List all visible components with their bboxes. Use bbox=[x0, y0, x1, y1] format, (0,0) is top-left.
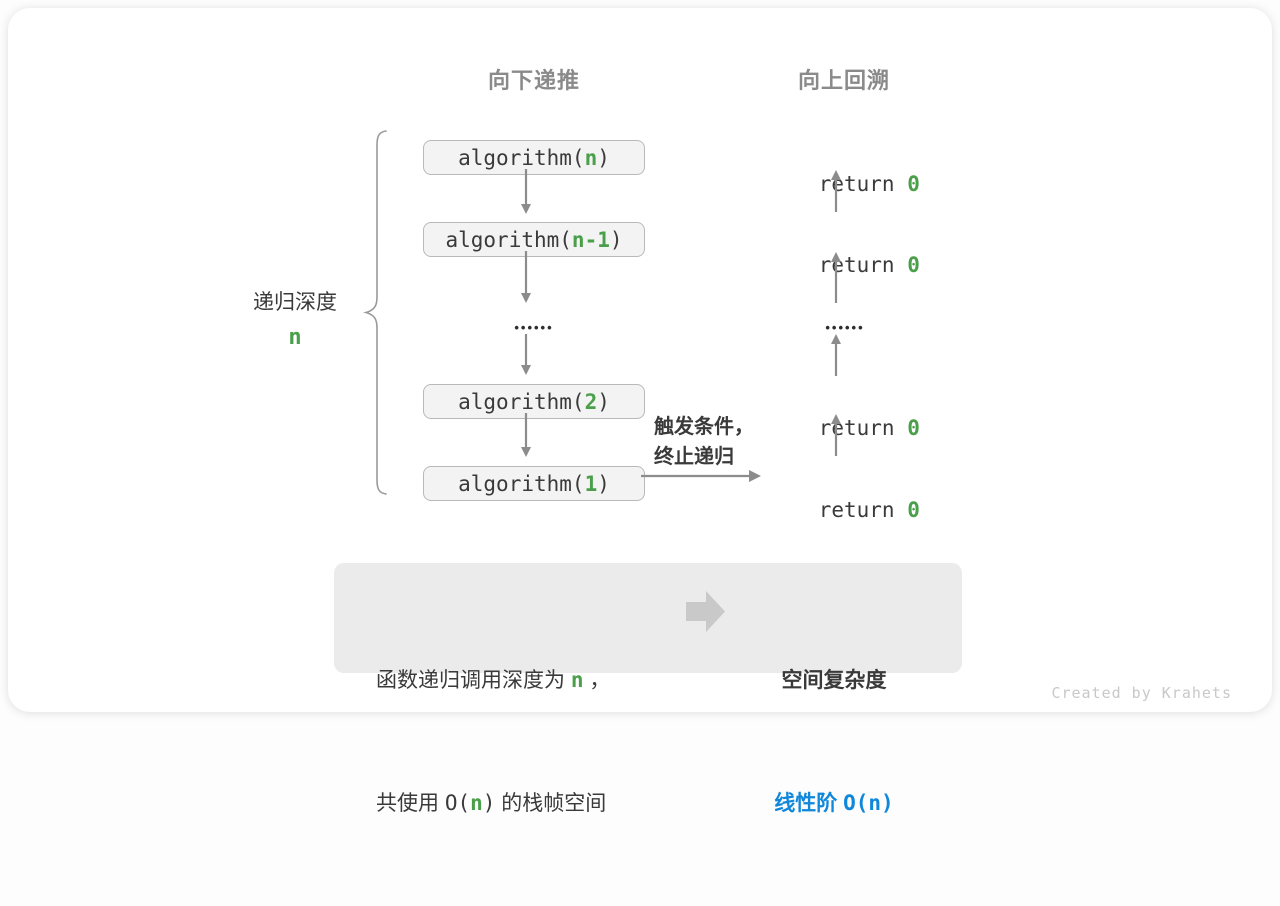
summary-line1: 函数递归调用深度为 n ， bbox=[376, 660, 610, 701]
code-arg: 1 bbox=[584, 471, 598, 496]
code-text: ) bbox=[597, 389, 610, 414]
return-value: 0 bbox=[907, 253, 920, 277]
code-text: return bbox=[818, 416, 908, 440]
summary-panel: 函数递归调用深度为 n ， 共使用 O(n) 的栈帧空间 空间复杂度 线性阶 O… bbox=[334, 563, 962, 815]
header-upward-backtracking: 向上回溯 bbox=[797, 68, 890, 93]
code-text: algorithm( bbox=[458, 389, 585, 414]
return-value: 0 bbox=[907, 172, 920, 196]
complexity-title: 空间复杂度 bbox=[781, 669, 887, 692]
call-box-algorithm-2: algorithm(2) bbox=[423, 384, 645, 419]
call-box-algorithm-n-1: algorithm(n-1) bbox=[423, 222, 645, 257]
complexity-value-code: O(n) bbox=[843, 791, 894, 815]
return-value: 0 bbox=[907, 416, 920, 440]
summary-left-text: 函数递归调用深度为 n ， 共使用 O(n) 的栈帧空间 bbox=[376, 578, 610, 906]
code-text: return bbox=[818, 253, 908, 277]
diagram-card: 向下递推 向上回溯 递归深度 n algorithm(n) algorithm(… bbox=[8, 8, 1272, 815]
summary-line2: 共使用 O(n) 的栈帧空间 bbox=[376, 783, 610, 824]
recursion-depth-text: 递归深度 bbox=[253, 291, 337, 314]
return-statement-1: return 0 bbox=[734, 145, 954, 223]
complexity-value-text: 线性阶 bbox=[774, 792, 844, 815]
complexity-result: 空间复杂度 线性阶 O(n) bbox=[714, 578, 954, 906]
code-arg: n bbox=[584, 145, 598, 170]
return-statement-4: return 0 bbox=[734, 471, 954, 549]
code-text: return bbox=[818, 498, 908, 522]
ellipsis-left: •••••• bbox=[514, 320, 554, 335]
recursion-depth-label: 递归深度 n bbox=[220, 290, 370, 351]
complexity-value: 线性阶 O(n) bbox=[714, 783, 954, 824]
credit-text: Created by Krahets bbox=[1051, 684, 1232, 702]
summary-text: 的栈帧空间 bbox=[495, 792, 607, 815]
code-text: algorithm( bbox=[458, 471, 585, 496]
return-value: 0 bbox=[907, 498, 920, 522]
header-downward-recursion: 向下递推 bbox=[487, 68, 580, 93]
summary-arg: n bbox=[470, 791, 483, 815]
call-box-algorithm-n: algorithm(n) bbox=[423, 140, 645, 175]
summary-arg: n bbox=[570, 668, 584, 692]
summary-text: ， bbox=[583, 669, 611, 692]
code-text: algorithm( bbox=[445, 227, 572, 252]
code-text: ) bbox=[597, 471, 610, 496]
summary-code: ) bbox=[482, 791, 496, 815]
termination-annotation-line1: 触发条件， bbox=[654, 416, 754, 438]
code-text: algorithm( bbox=[458, 145, 585, 170]
termination-annotation: 触发条件， 终止递归 bbox=[654, 412, 814, 472]
code-arg: 2 bbox=[584, 389, 598, 414]
ellipsis-right: •••••• bbox=[825, 320, 865, 335]
code-text: return bbox=[818, 172, 908, 196]
recursion-depth-value: n bbox=[288, 325, 302, 350]
code-arg: n-1 bbox=[571, 227, 610, 252]
return-statement-2: return 0 bbox=[734, 226, 954, 304]
termination-annotation-line2: 终止递归 bbox=[654, 446, 734, 468]
code-text: ) bbox=[597, 145, 610, 170]
summary-text: 共使用 bbox=[376, 792, 445, 815]
code-text: ) bbox=[609, 227, 623, 252]
summary-text: 函数递归调用深度为 bbox=[376, 669, 571, 692]
call-box-algorithm-1: algorithm(1) bbox=[423, 466, 645, 501]
summary-code: O( bbox=[444, 791, 471, 815]
